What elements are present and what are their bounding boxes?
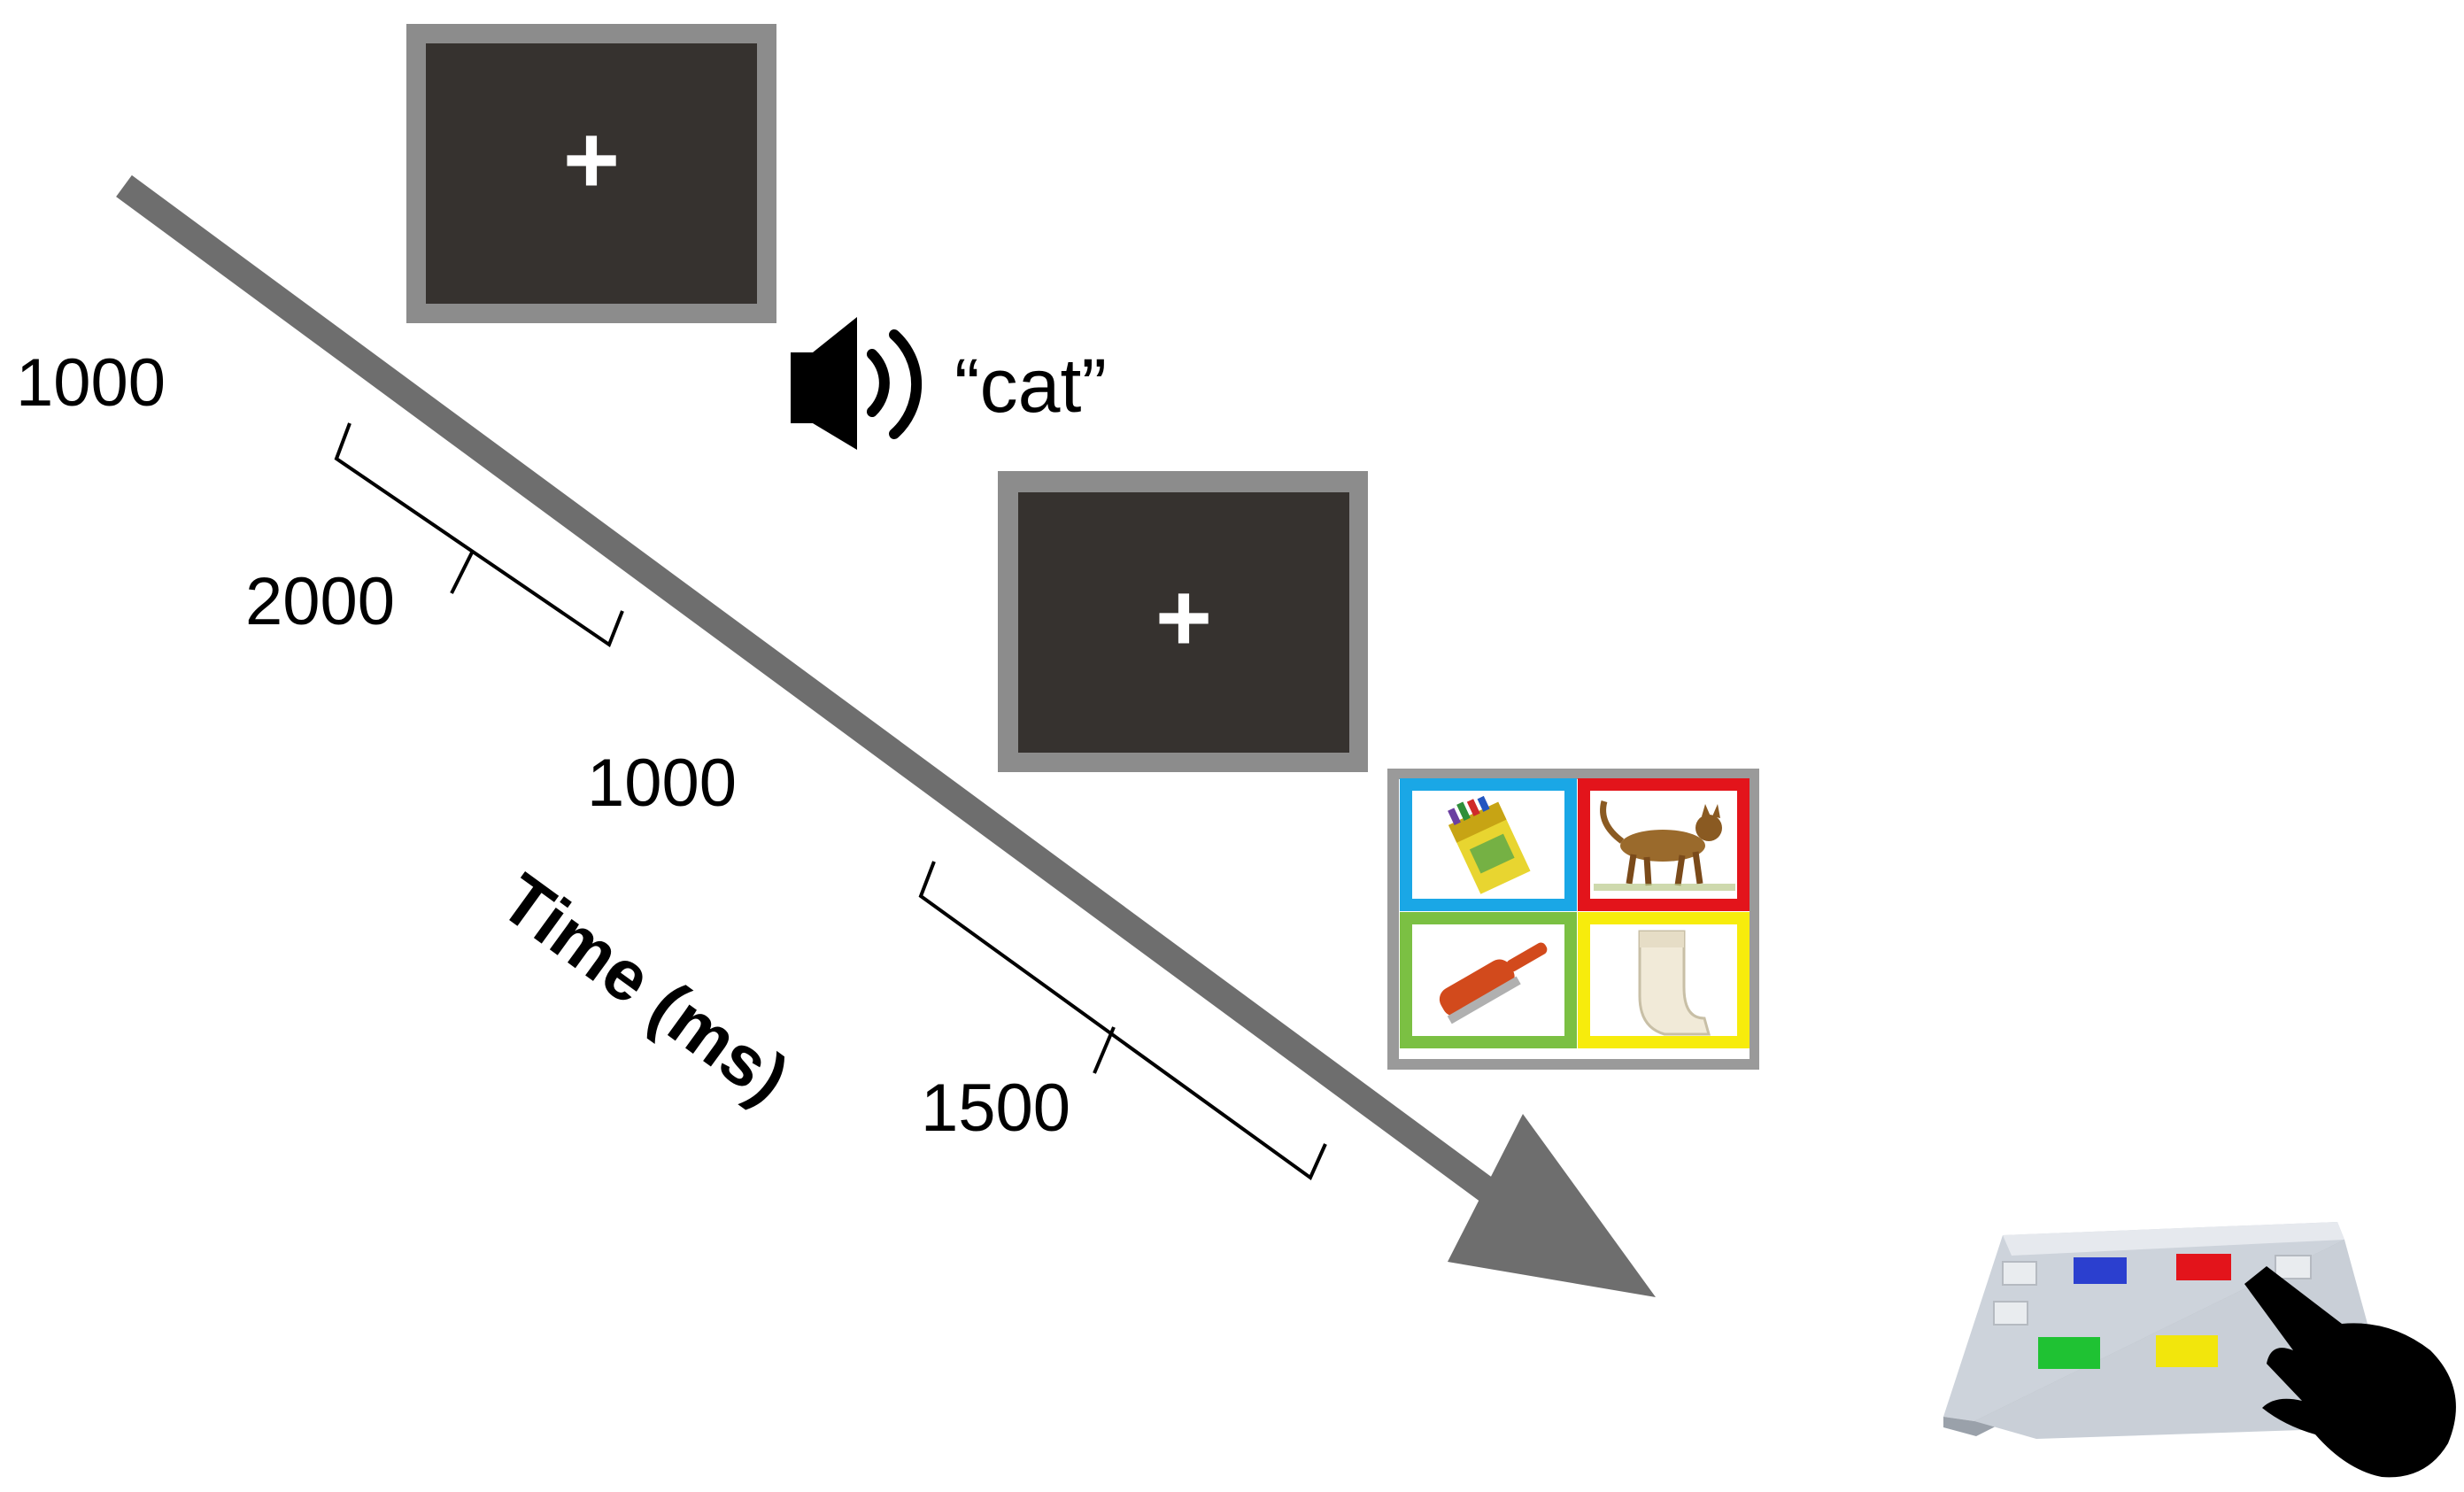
yellow-button[interactable] [2156,1335,2218,1367]
green-button[interactable] [2038,1337,2100,1369]
picture-array-screen [1387,769,1759,1070]
bracket-2000 [334,422,624,648]
time-axis-label: Time (ms) [487,859,803,1118]
duration-label-1000-second: 1000 [587,746,737,821]
speaker-icon [791,317,923,450]
picture-crayon-box [1400,778,1577,911]
fixation-cross-2: + [1155,563,1212,672]
red-button[interactable] [2176,1254,2231,1280]
time-arrow-head [1448,1114,1656,1297]
picture-brush [1400,912,1577,1048]
time-arrow-shaft [116,174,1544,1238]
picture-sock [1578,912,1750,1048]
fixation-screen-2: + [998,471,1368,772]
screen-2-display [1018,492,1349,753]
small-white-button-1[interactable] [2002,1261,2037,1286]
bracket-1500 [918,861,1327,1181]
duration-label-2000: 2000 [245,564,395,639]
picture-cat [1578,778,1750,911]
small-white-button-3[interactable] [2275,1255,2312,1279]
screen-1-display [426,43,757,304]
time-arrow [116,174,1656,1297]
duration-label-1000-first: 1000 [16,345,166,421]
fixation-cross-1: + [563,105,620,214]
spoken-word-label: “cat” [954,344,1107,429]
fixation-screen-1: + [406,24,776,323]
small-white-button-2[interactable] [1993,1301,2028,1326]
blue-button[interactable] [2074,1257,2127,1284]
pointing-hand-icon [2244,1266,2456,1478]
audio-cue: “cat” [791,317,1107,450]
duration-label-1500: 1500 [921,1071,1070,1146]
